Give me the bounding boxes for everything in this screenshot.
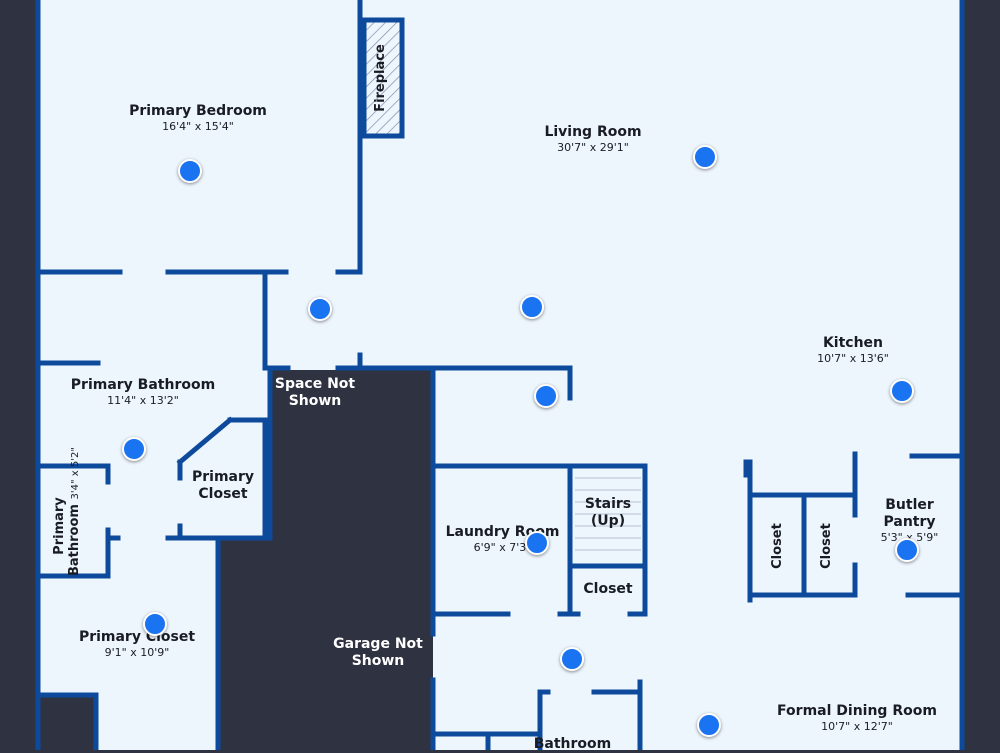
viewpoint-marker-hall-lower[interactable] xyxy=(560,647,584,671)
room-dimensions: 10'7" x 12'7" xyxy=(821,719,893,733)
room-name-line1: Stairs xyxy=(584,496,632,512)
viewpoint-marker-primary-closet[interactable] xyxy=(143,612,167,636)
room-dimensions: 16'4" x 15'4" xyxy=(162,119,234,133)
room-name: Living Room xyxy=(544,124,642,140)
room-closet-stairs: Closet xyxy=(575,581,641,598)
room-name: Closet xyxy=(583,581,633,597)
room-butler-pantry: Butler Pantry 5'3" x 5'9" xyxy=(862,497,957,544)
label-line1: Space Not xyxy=(274,376,356,392)
room-name: Closet xyxy=(819,523,834,569)
garage-not-shown-label: Garage Not Shown xyxy=(326,636,430,670)
room-name: Primary Closet xyxy=(78,629,196,645)
walls xyxy=(35,0,965,750)
room-name: Kitchen xyxy=(822,335,884,351)
viewpoint-marker-formal-dining[interactable] xyxy=(697,713,721,737)
viewpoint-marker-kitchen[interactable] xyxy=(890,379,914,403)
room-name-line1: Primary xyxy=(191,469,255,485)
room-primary-bathroom: Primary Bathroom 11'4" x 13'2" xyxy=(58,377,228,407)
room-dimensions: 11'4" x 13'2" xyxy=(107,393,179,407)
room-closet-b: Closet xyxy=(819,516,835,576)
fireplace-label: Fireplace xyxy=(373,40,389,116)
room-dimensions: 10'7" x 13'6" xyxy=(817,351,889,365)
room-name: Formal Dining Room xyxy=(777,703,937,719)
room-kitchen: Kitchen 10'7" x 13'6" xyxy=(773,335,933,365)
label-line2: Shown xyxy=(351,652,405,669)
room-primary-closet-small: Primary Closet xyxy=(186,469,260,503)
room-dimensions: 3'4" x 5'2" xyxy=(70,447,81,500)
room-formal-dining: Formal Dining Room 10'7" x 12'7" xyxy=(767,703,947,733)
label-line2: Shown xyxy=(288,392,342,409)
room-living-room: Living Room 30'7" x 29'1" xyxy=(513,124,673,154)
room-name-line2: Bathroom xyxy=(67,504,82,576)
room-name-line1: Primary xyxy=(52,497,67,555)
viewpoint-marker-primary-bathroom[interactable] xyxy=(122,437,146,461)
room-name-line2: Pantry xyxy=(883,513,936,530)
viewpoint-marker-primary-bedroom[interactable] xyxy=(178,159,202,183)
viewpoint-marker-butler-pantry[interactable] xyxy=(895,538,919,562)
room-stairs: Stairs (Up) xyxy=(575,496,641,530)
room-name: Closet xyxy=(770,523,785,569)
room-name-line2: Closet xyxy=(198,485,248,502)
room-name: Bathroom xyxy=(533,736,612,752)
room-closet-a: Closet xyxy=(770,516,786,576)
room-primary-bathroom-small: Primary Bathroom 3'4" x 5'2" xyxy=(52,447,94,576)
fireplace-name: Fireplace xyxy=(373,44,388,112)
viewpoint-marker-hall[interactable] xyxy=(308,297,332,321)
room-dimensions: 30'7" x 29'1" xyxy=(557,140,629,154)
space-not-shown-label: Space Not Shown xyxy=(265,376,365,410)
viewpoint-marker-entry[interactable] xyxy=(534,384,558,408)
room-bathroom: Bathroom xyxy=(520,736,625,753)
viewpoint-marker-laundry-room[interactable] xyxy=(525,531,549,555)
room-dimensions: 9'1" x 10'9" xyxy=(104,645,170,659)
room-name: Primary Bathroom xyxy=(70,377,216,393)
room-primary-closet: Primary Closet 9'1" x 10'9" xyxy=(62,629,212,659)
room-dimensions: 5'3" x 5'9" xyxy=(880,530,939,544)
room-name-line1: Butler xyxy=(885,497,934,513)
room-primary-bedroom: Primary Bedroom 16'4" x 15'4" xyxy=(118,103,278,133)
room-name: Primary Bedroom xyxy=(129,103,267,119)
label-line1: Garage Not xyxy=(333,636,423,652)
room-name-line2: (Up) xyxy=(590,512,626,529)
room-dimensions: 6'9" x 7'3" xyxy=(473,540,532,554)
floor-area xyxy=(38,0,962,750)
viewpoint-marker-living-room-center[interactable] xyxy=(520,295,544,319)
stair-treads xyxy=(575,477,641,551)
viewpoint-marker-living-room[interactable] xyxy=(693,145,717,169)
